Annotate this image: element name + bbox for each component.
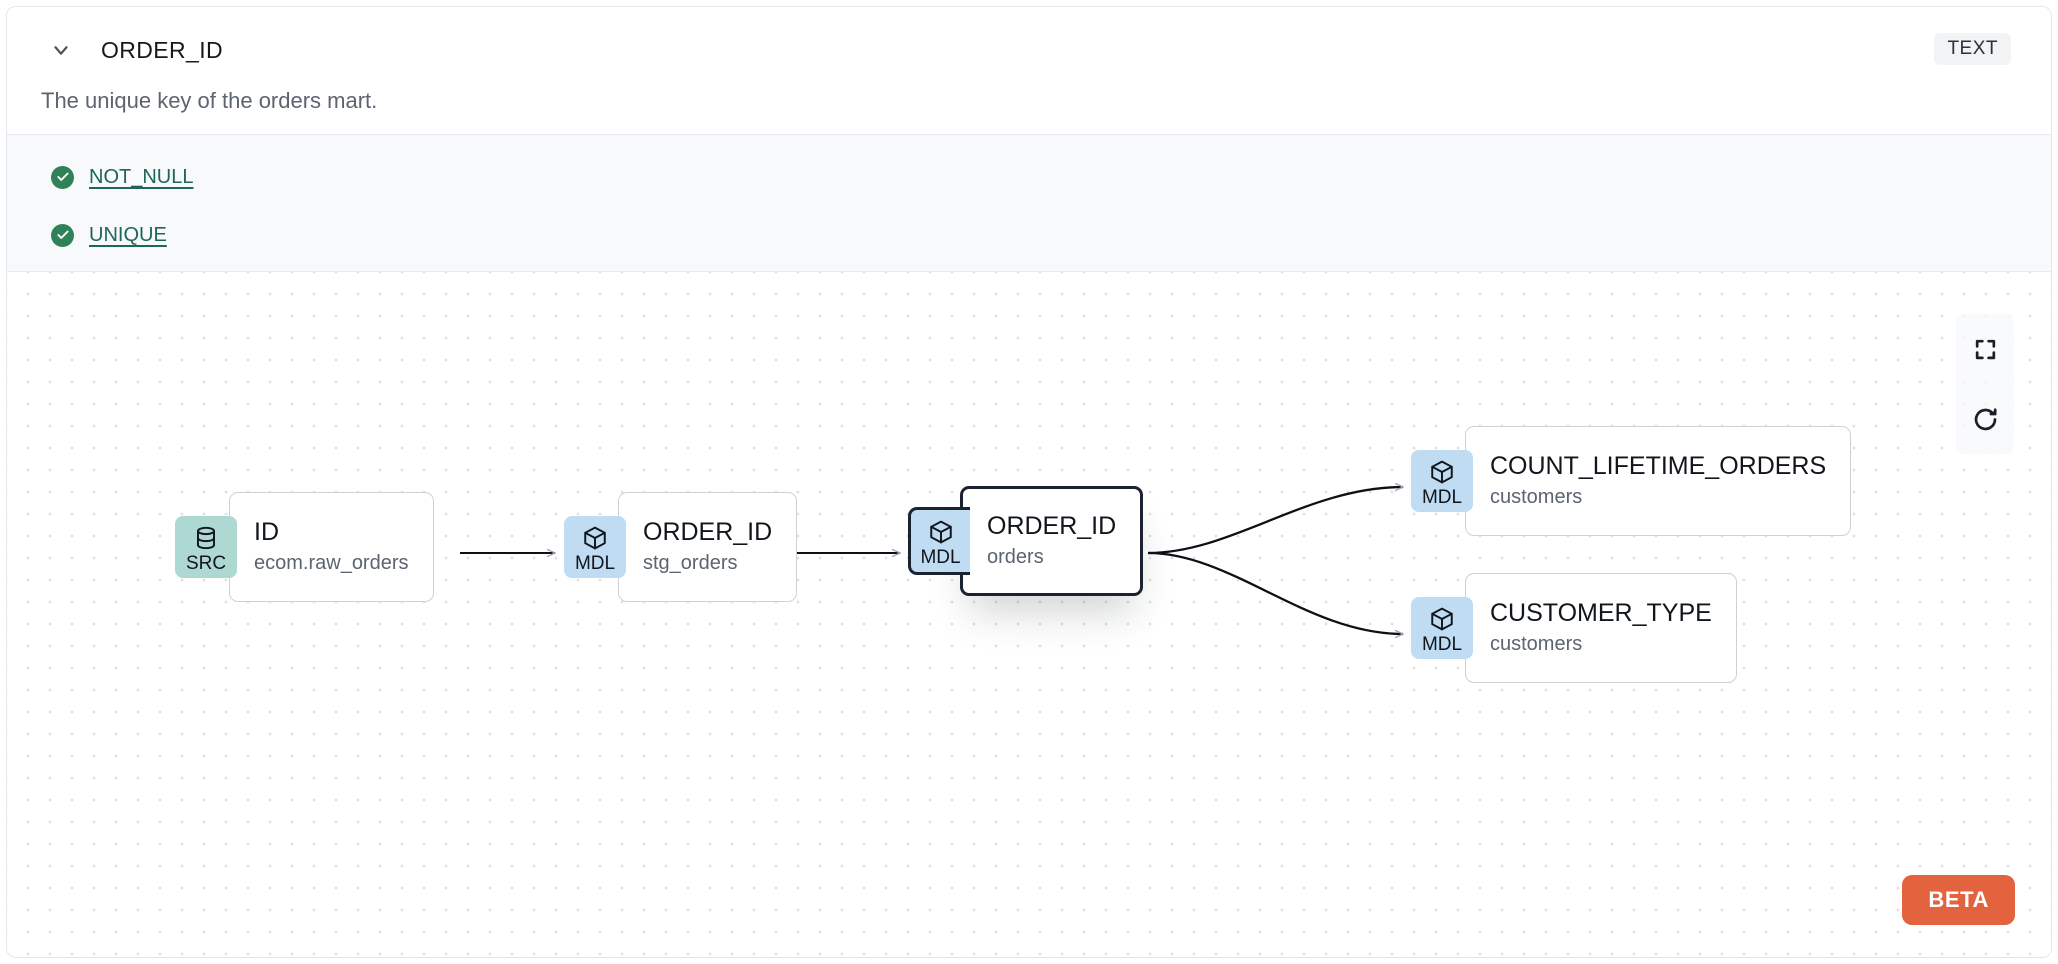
node-kind-label: SRC: [185, 553, 227, 574]
beta-badge[interactable]: BETA: [1902, 875, 2015, 925]
refresh-icon[interactable]: [1956, 384, 2014, 454]
fullscreen-icon[interactable]: [1956, 314, 2014, 384]
edge-orders-to-customer-type: [1147, 551, 1403, 634]
check-circle-icon: [51, 165, 74, 189]
node-name: CUSTOMER_TYPE: [1490, 598, 1712, 627]
node-kind-badge-mdl: MDL: [564, 516, 626, 578]
cube-icon: [1429, 459, 1455, 485]
column-type-badge: TEXT: [1934, 33, 2011, 65]
check-circle-icon: [51, 223, 74, 247]
canvas-controls: [1956, 314, 2014, 454]
cube-icon: [1429, 606, 1455, 632]
tests-section: NOT_NULL UNIQUE: [7, 134, 2051, 272]
test-row: NOT_NULL: [51, 157, 2051, 197]
test-link-unique[interactable]: UNIQUE: [89, 223, 167, 246]
node-kind-label: MDL: [1421, 634, 1463, 655]
lineage-node-customer-type[interactable]: MDL CUSTOMER_TYPE customers: [1411, 573, 1737, 683]
page-title: ORDER_ID: [101, 36, 224, 63]
edge-orders-to-count-lifetime-orders: [1147, 487, 1403, 555]
node-card[interactable]: COUNT_LIFETIME_ORDERS customers: [1465, 426, 1852, 536]
lineage-node-count-lifetime-orders[interactable]: MDL COUNT_LIFETIME_ORDERS customers: [1411, 426, 1852, 536]
test-row: UNIQUE: [51, 215, 2051, 255]
node-kind-label: MDL: [574, 553, 616, 574]
node-source: ecom.raw_orders: [254, 552, 409, 575]
lineage-node-orders-order-id-selected[interactable]: MDL ORDER_ID orders: [908, 486, 1144, 596]
node-kind-badge-src: SRC: [175, 516, 237, 578]
database-icon: [193, 525, 219, 551]
column-detail-panel: ORDER_ID TEXT The unique key of the orde…: [6, 6, 2052, 958]
node-card[interactable]: ORDER_ID orders: [960, 486, 1144, 596]
node-kind-label: MDL: [1421, 487, 1463, 508]
column-description: The unique key of the orders mart.: [41, 88, 378, 113]
panel-header: ORDER_ID TEXT The unique key of the orde…: [7, 7, 2051, 134]
node-kind-label: MDL: [920, 547, 961, 568]
node-name: ORDER_ID: [987, 511, 1117, 540]
cube-icon: [928, 519, 954, 545]
node-name: ORDER_ID: [643, 517, 773, 546]
lineage-canvas[interactable]: SRC ID ecom.raw_orders MDL ORDE: [7, 272, 2051, 957]
node-kind-badge-mdl: MDL: [908, 507, 970, 575]
lineage-node-src-id[interactable]: SRC ID ecom.raw_orders: [175, 492, 434, 602]
lineage-edges: [460, 272, 2051, 957]
node-card[interactable]: ID ecom.raw_orders: [229, 492, 434, 602]
node-source: stg_orders: [643, 552, 738, 575]
chevron-down-icon[interactable]: [41, 33, 81, 67]
node-source: orders: [987, 546, 1044, 569]
node-card[interactable]: ORDER_ID stg_orders: [618, 492, 798, 602]
lineage-node-stg-order-id[interactable]: MDL ORDER_ID stg_orders: [564, 492, 798, 602]
node-source: customers: [1490, 486, 1583, 509]
node-kind-badge-mdl: MDL: [1411, 597, 1473, 659]
node-kind-badge-mdl: MDL: [1411, 450, 1473, 512]
node-source: customers: [1490, 633, 1583, 656]
node-name: COUNT_LIFETIME_ORDERS: [1490, 451, 1827, 480]
test-link-not-null[interactable]: NOT_NULL: [89, 165, 194, 188]
cube-icon: [582, 525, 608, 551]
node-name: ID: [254, 517, 279, 546]
header-row: ORDER_ID: [7, 33, 2051, 67]
node-card[interactable]: CUSTOMER_TYPE customers: [1465, 573, 1737, 683]
